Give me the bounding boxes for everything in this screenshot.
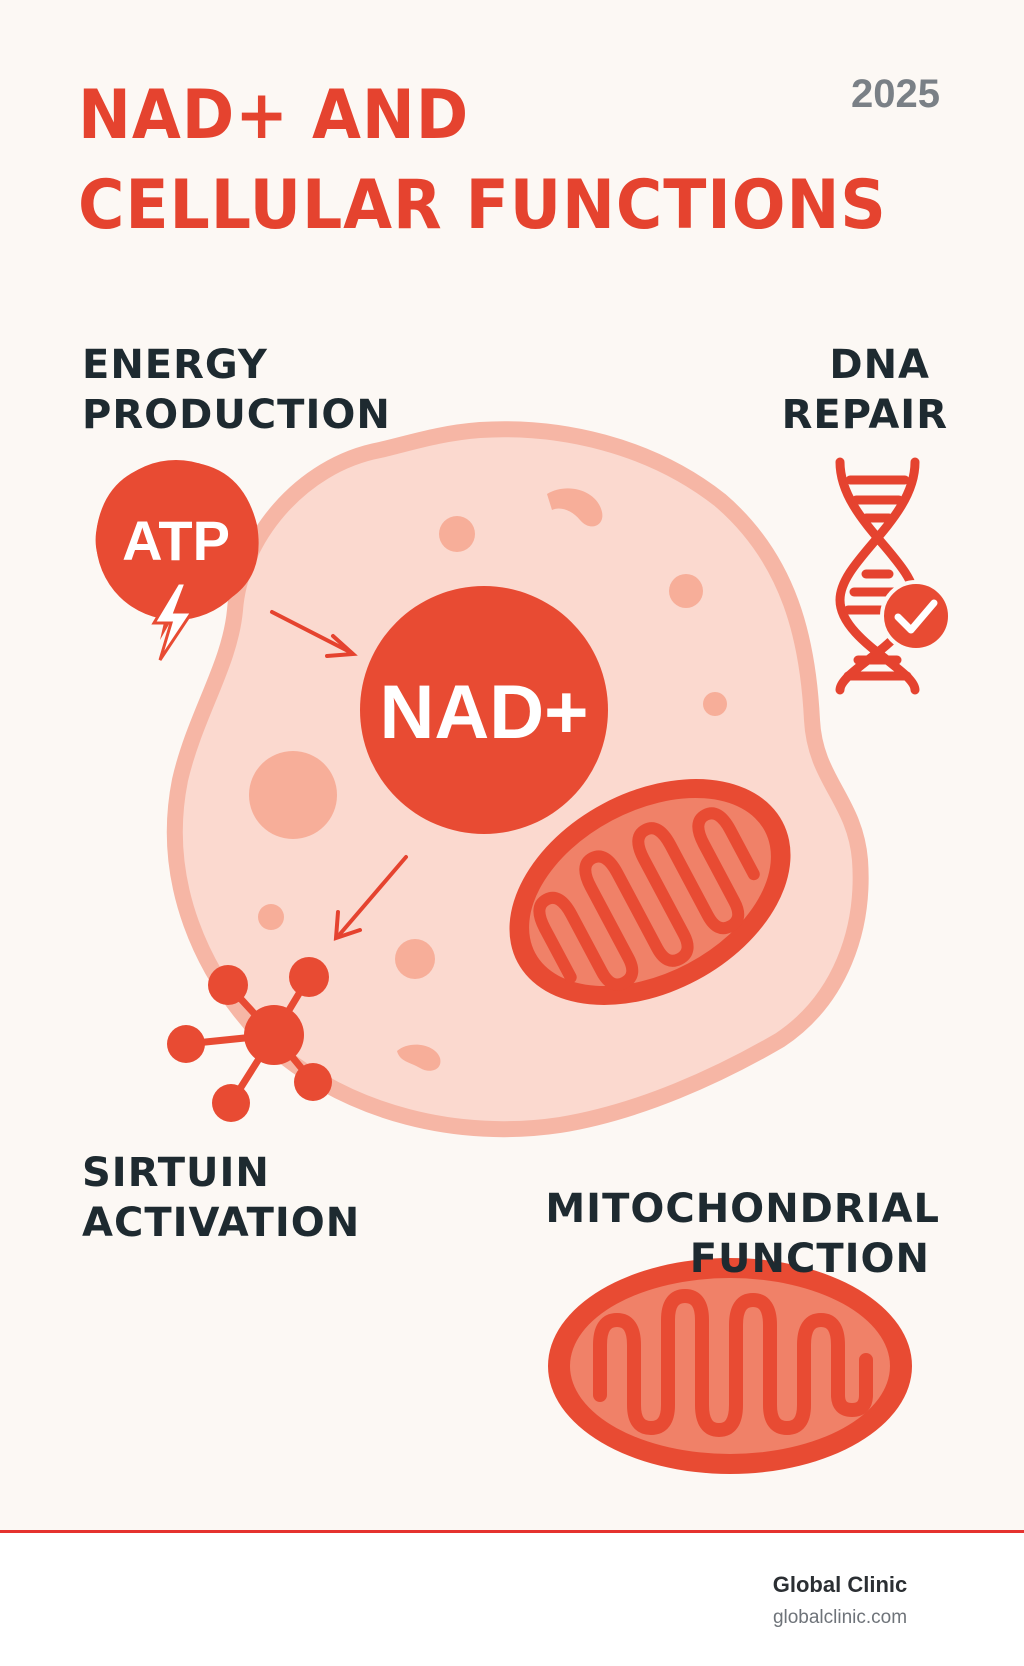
mitochondrial-function-label: MITOCHONDRIAL FUNCTION xyxy=(545,1184,940,1284)
sirtuin-label-line2: ACTIVATION xyxy=(82,1200,361,1246)
molecule-icon xyxy=(167,957,332,1122)
dna-label-line1: DNA xyxy=(829,342,930,388)
energy-production-label: ENERGY PRODUCTION xyxy=(82,340,391,440)
sirtuin-activation-label: SIRTUIN ACTIVATION xyxy=(82,1148,360,1248)
year-label: 2025 xyxy=(851,72,940,116)
footer-divider xyxy=(0,1530,1024,1533)
atp-label: ATP xyxy=(122,509,230,572)
sirtuin-label-line1: SIRTUIN xyxy=(82,1150,270,1196)
cell-organelles xyxy=(249,488,727,1071)
nad-cell-diagram: NAD+ ATP xyxy=(95,421,952,1474)
title-line-2: CELLULAR FUNCTIONS xyxy=(78,166,887,245)
arrow-icon xyxy=(333,855,408,941)
atp-energy-icon: ATP xyxy=(95,460,259,661)
mito-label-line2: FUNCTION xyxy=(689,1236,930,1282)
brand-name: Global Clinic xyxy=(772,1572,908,1597)
dna-repair-label: DNA REPAIR xyxy=(782,340,948,440)
title-line-1: NAD+ AND xyxy=(78,76,470,155)
arrow-icon xyxy=(270,610,358,658)
cell-mitochondrion-icon xyxy=(509,779,791,1005)
dna-icon xyxy=(835,457,920,695)
mitochondrion-icon xyxy=(548,1258,912,1474)
energy-label-line2: PRODUCTION xyxy=(82,392,391,438)
nad-core-circle xyxy=(360,586,608,834)
footer xyxy=(0,1533,1024,1666)
check-icon xyxy=(880,580,952,652)
dna-label-line2: REPAIR xyxy=(781,392,948,438)
energy-label-line1: ENERGY xyxy=(82,342,268,388)
nad-core-label: NAD+ xyxy=(379,670,588,755)
brand-url[interactable]: globalclinic.com xyxy=(772,1607,908,1628)
mito-label-line1: MITOCHONDRIAL xyxy=(545,1186,940,1232)
bolt-icon xyxy=(151,581,195,661)
